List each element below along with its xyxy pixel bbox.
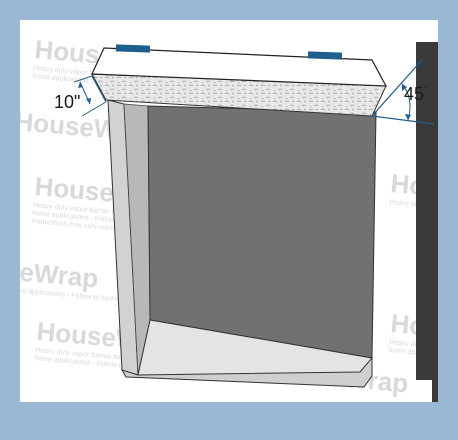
depth-dimension: 10": [54, 75, 107, 117]
tape-strip-right: [307, 51, 343, 60]
angle-unit: °: [424, 85, 428, 96]
window-opening: [147, 105, 377, 359]
sill-top-surface: [137, 319, 373, 376]
angle-dimension: 45°: [371, 59, 435, 125]
wall-edge-strip: [416, 42, 438, 402]
illustration-panel: HouseWrap Heavy duty vapor barrier for a…: [20, 20, 438, 402]
window-flashing-diagram: HouseWrap Heavy duty vapor barrier for a…: [20, 34, 438, 402]
depth-dimension-label: 10": [54, 92, 80, 112]
tape-strip-left: [115, 44, 151, 53]
watermark-brand: HouseWrap: [20, 251, 100, 293]
angle-value: 45: [404, 84, 424, 104]
angle-dimension-label: 45°: [404, 84, 428, 104]
